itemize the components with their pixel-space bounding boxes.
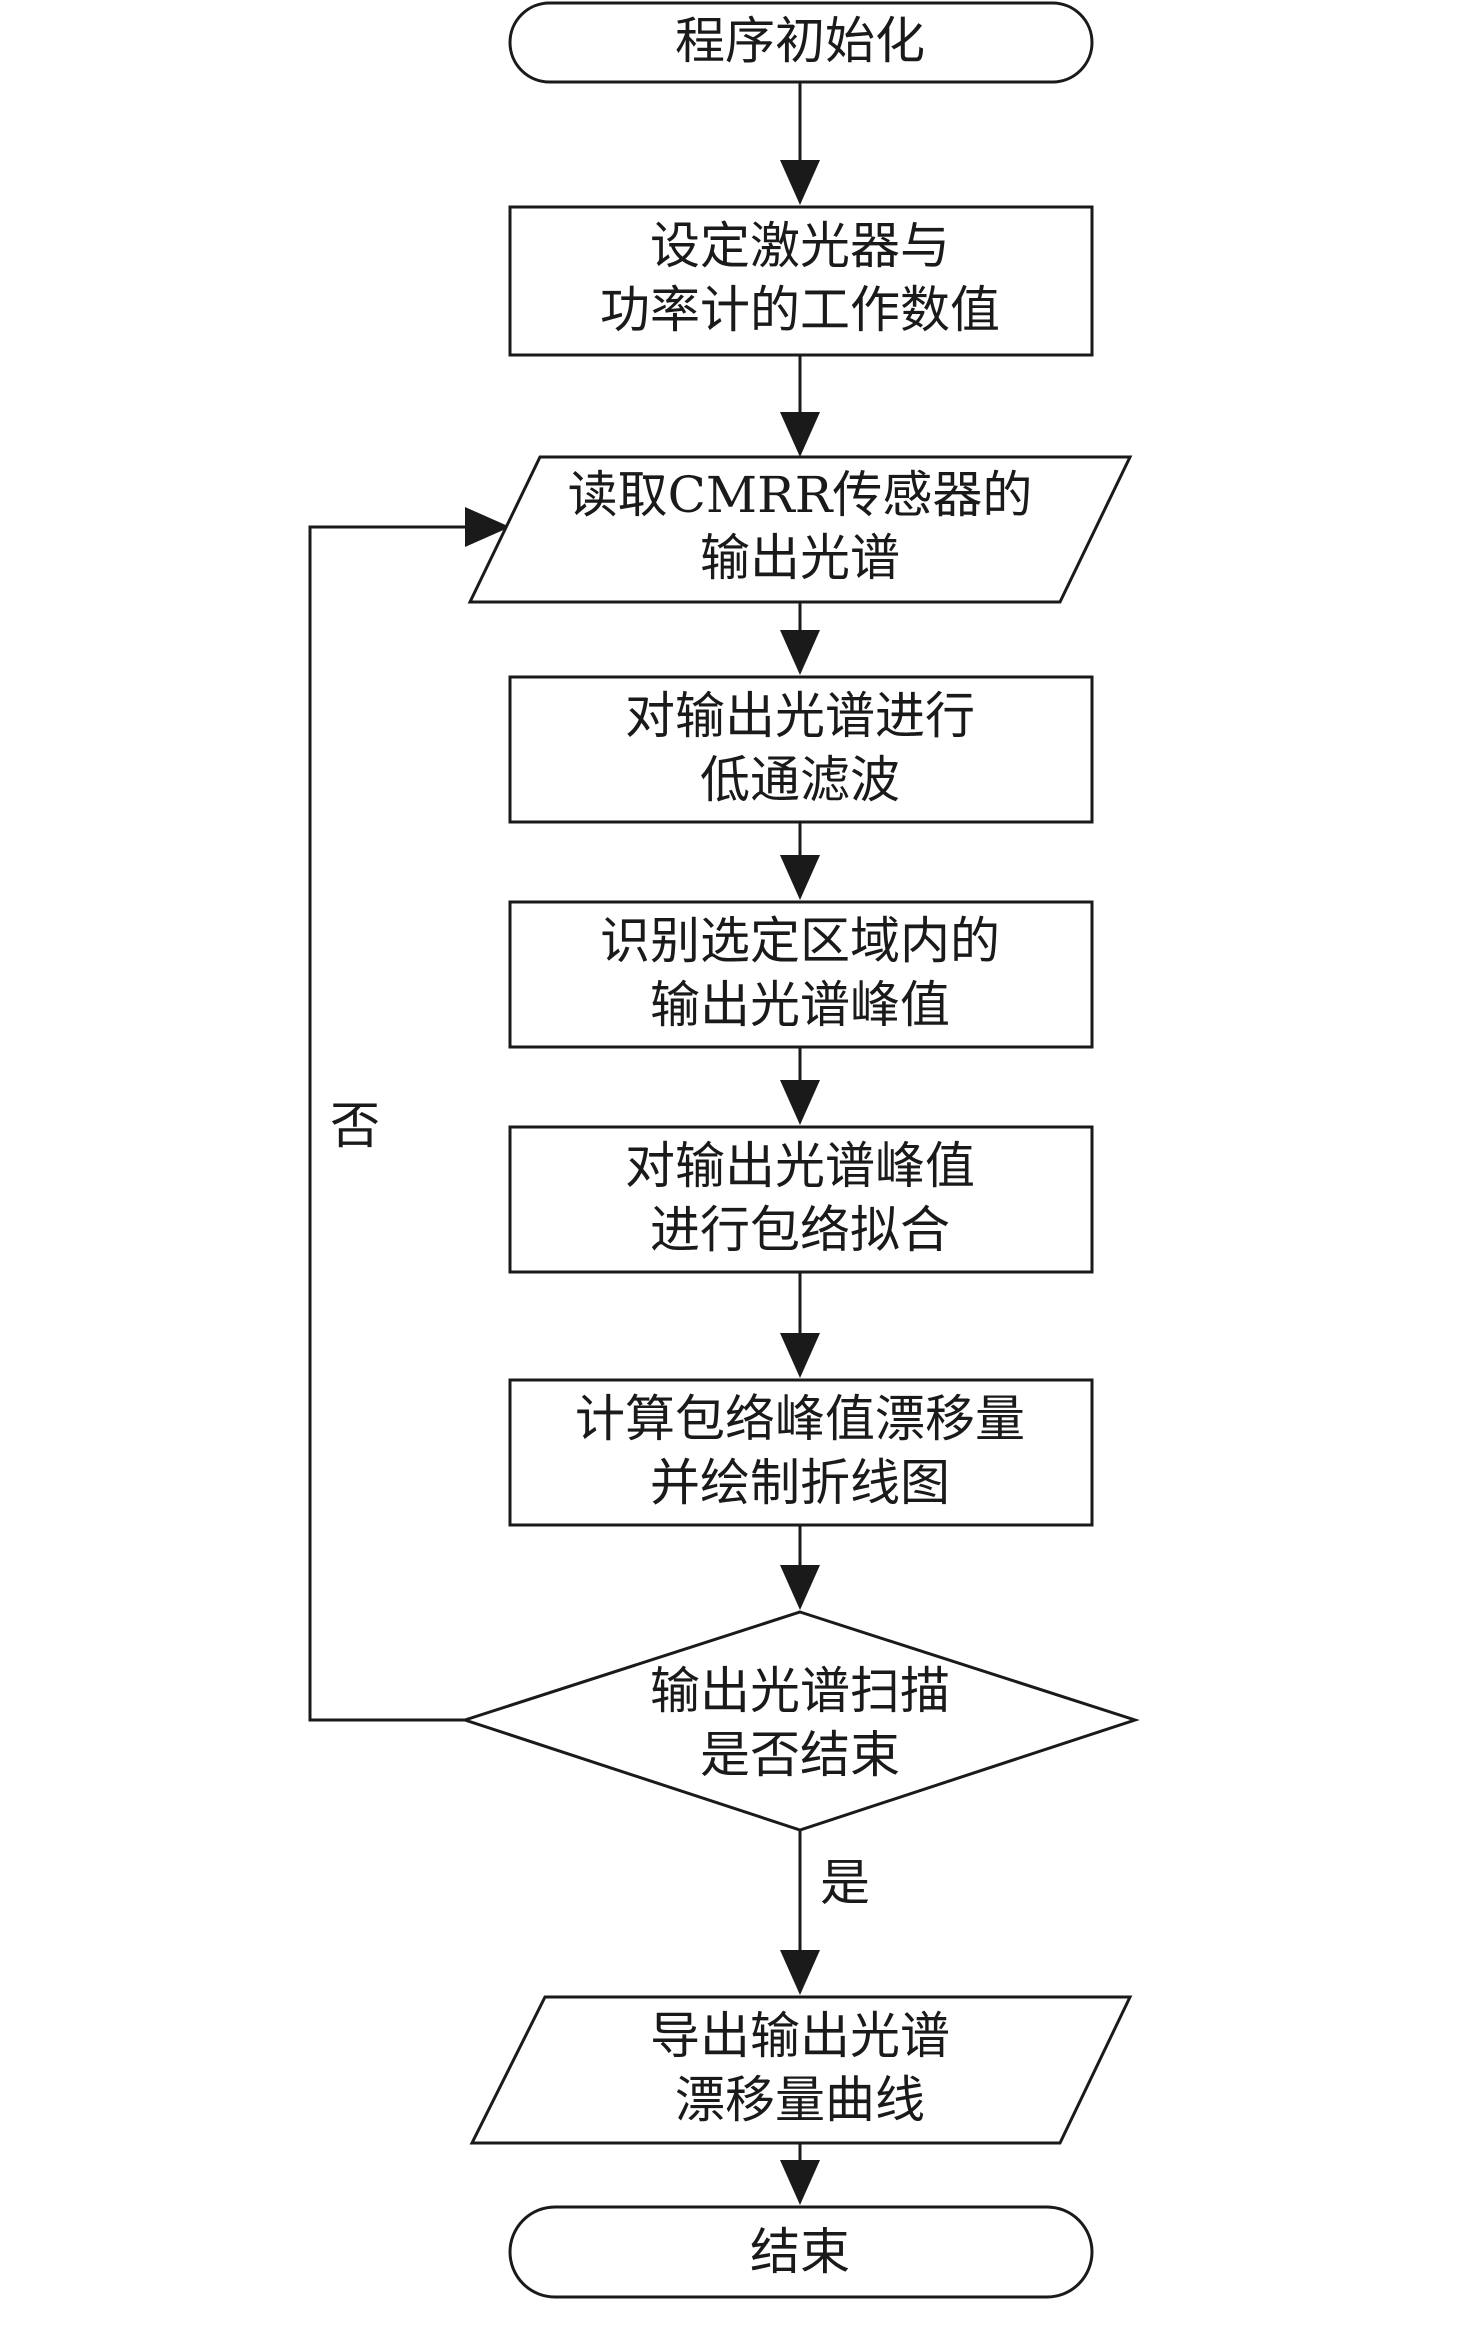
export-line-2: 漂移量曲线	[675, 2071, 925, 2129]
set-values-line-1: 设定激光器与	[650, 217, 950, 275]
read-spectrum-line-2: 输出光谱	[700, 529, 900, 587]
export-line-1: 导出输出光谱	[650, 2007, 950, 2065]
arrowhead	[780, 630, 820, 675]
envelope-fit-process: 对输出光谱峰值 进行包络拟合	[508, 1125, 1094, 1274]
arrowhead	[780, 855, 820, 900]
end-line-1: 结束	[750, 2223, 850, 2281]
arrowhead	[780, 160, 820, 205]
export-curve-io: 导出输出光谱 漂移量曲线	[469, 1995, 1133, 2145]
identify-peak-line-2: 输出光谱峰值	[650, 976, 950, 1034]
start-terminal: 程序初始化	[508, 1, 1094, 84]
low-pass-line-1: 对输出光谱进行	[625, 687, 975, 745]
envelope-fit-line-2: 进行包络拟合	[650, 1201, 950, 1259]
calc-drift-process: 计算包络峰值漂移量 并绘制折线图	[508, 1378, 1094, 1527]
edge-decision-loop-back	[308, 525, 465, 1722]
read-spectrum-line-1: 读取CMRR传感器的	[568, 466, 1033, 524]
set-values-line-2: 功率计的工作数值	[600, 281, 1000, 339]
calc-drift-line-1: 计算包络峰值漂移量	[575, 1390, 1025, 1448]
arrowhead	[780, 1950, 820, 1995]
identify-peak-line-1: 识别选定区域内的	[600, 912, 1000, 970]
decision-line-1: 输出光谱扫描	[650, 1662, 950, 1720]
no-label: 否	[330, 1097, 380, 1155]
arrowhead	[465, 507, 510, 547]
read-spectrum-io: 读取CMRR传感器的 输出光谱	[467, 455, 1133, 604]
scan-finished-decision: 输出光谱扫描 是否结束	[460, 1610, 1140, 1832]
set-values-process: 设定激光器与 功率计的工作数值	[508, 205, 1094, 357]
start-line-1: 程序初始化	[675, 12, 925, 70]
calc-drift-line-2: 并绘制折线图	[650, 1454, 950, 1512]
yes-label: 是	[820, 1854, 870, 1912]
identify-peak-process: 识别选定区域内的 输出光谱峰值	[508, 900, 1094, 1049]
low-pass-line-2: 低通滤波	[700, 751, 900, 809]
arrowhead	[780, 1333, 820, 1378]
arrowhead	[780, 412, 820, 457]
connectors	[308, 82, 820, 2205]
end-terminal: 结束	[508, 2205, 1094, 2299]
arrowhead	[780, 2160, 820, 2205]
arrowhead	[780, 1565, 820, 1610]
arrowhead	[780, 1080, 820, 1125]
low-pass-process: 对输出光谱进行 低通滤波	[508, 675, 1094, 824]
decision-line-2: 是否结束	[700, 1726, 900, 1784]
envelope-fit-line-1: 对输出光谱峰值	[625, 1137, 975, 1195]
